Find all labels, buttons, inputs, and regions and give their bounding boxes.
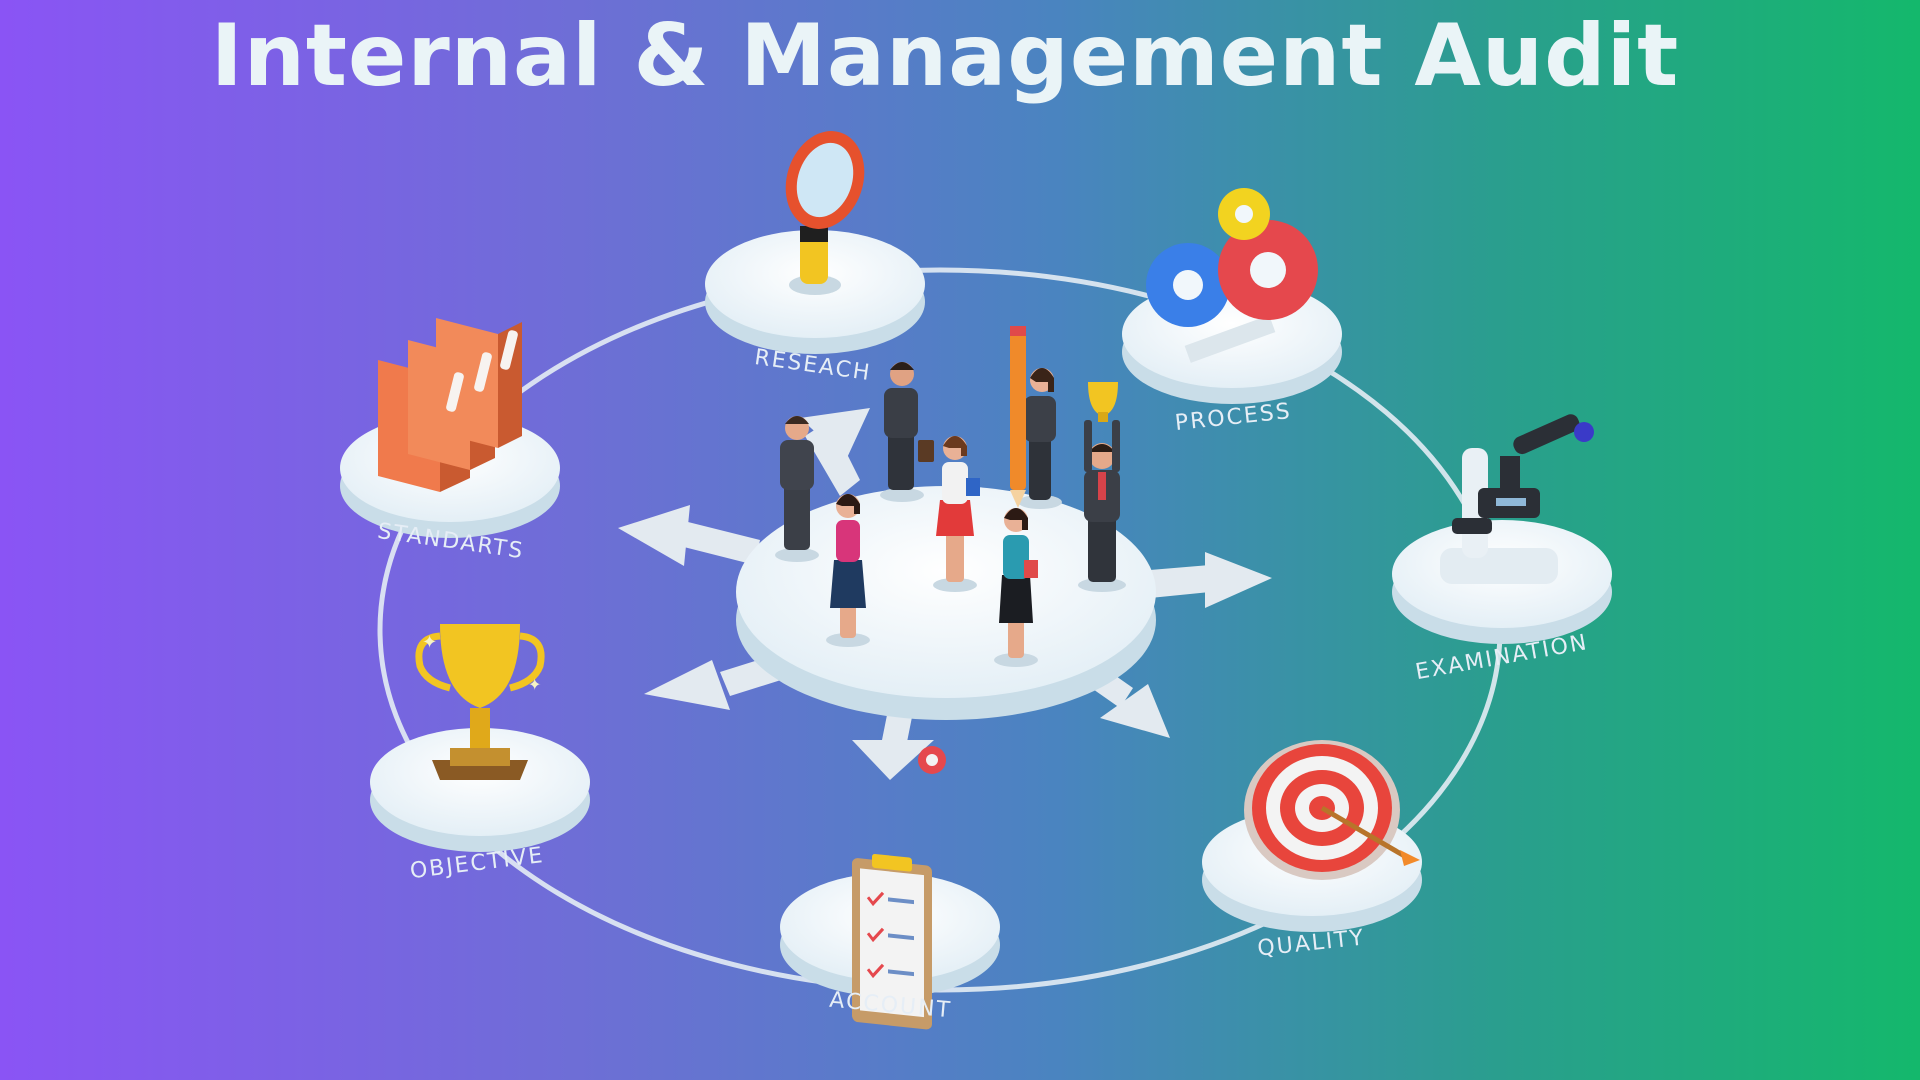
business-team-icon <box>775 326 1126 667</box>
arrow-right <box>1150 565 1210 598</box>
microscope-icon <box>1440 414 1594 584</box>
arrow-down-left-head <box>644 660 730 710</box>
node-process: PROCESS <box>1122 188 1342 436</box>
target-icon <box>1244 740 1420 880</box>
magnifying-glass-icon <box>785 131 865 295</box>
svg-text:✦: ✦ <box>528 675 541 694</box>
gears-icon <box>1146 188 1318 363</box>
person-figure <box>994 508 1038 667</box>
node-research: RESEACH <box>705 131 925 386</box>
clipboard-checklist-icon <box>852 746 946 1030</box>
person-figure <box>880 362 934 502</box>
arrow-left-head <box>618 505 690 566</box>
person-figure <box>1010 326 1062 509</box>
node-standarts: STANDARTS <box>340 318 560 564</box>
arrow-left <box>676 520 760 565</box>
page-title: Internal & Management Audit <box>210 6 1680 106</box>
trophy-icon: ✦ ✦ <box>415 624 545 780</box>
arrow-up-left <box>805 420 860 496</box>
svg-text:✦: ✦ <box>422 632 437 653</box>
node-quality: QUALITY <box>1202 740 1422 962</box>
node-label-quality: QUALITY <box>1256 925 1366 961</box>
person-figure <box>1078 382 1126 592</box>
node-label-process: PROCESS <box>1174 399 1293 436</box>
person-figure <box>826 494 870 647</box>
node-objective: ✦ ✦ OBJECTIVE <box>370 624 590 884</box>
node-label-account: ACCOUNT <box>828 988 952 1024</box>
arrow-right-head <box>1205 552 1272 608</box>
binders-icon <box>378 318 522 492</box>
arrow-down-head <box>852 740 934 780</box>
person-figure <box>933 436 980 592</box>
person-figure <box>775 416 819 562</box>
arrow-down-right-head <box>1100 684 1170 738</box>
arrow-up-left-head <box>800 408 870 460</box>
